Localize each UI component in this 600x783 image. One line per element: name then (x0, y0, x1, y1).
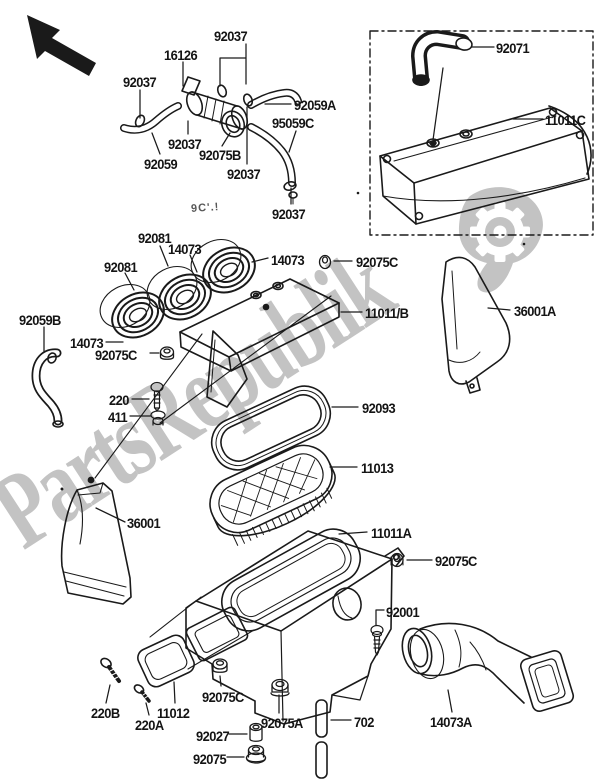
part-label: 14073A (430, 714, 472, 730)
part-label: 220 (109, 392, 129, 408)
part-label: 92075 (193, 751, 227, 767)
detail-box (369, 30, 594, 236)
breather-hose-assembly (120, 76, 302, 205)
up-left-arrow-icon (27, 15, 96, 76)
part-label: 92071 (496, 40, 530, 56)
part-label: 92075C (356, 254, 398, 270)
plate-11012-drawing (100, 634, 195, 703)
part-label: 92059 (144, 156, 178, 172)
gasket-92093-drawing (210, 385, 332, 471)
intake-holder-rings (99, 238, 256, 339)
part-label: 14073 (70, 335, 104, 351)
part-label: 92027 (196, 728, 230, 744)
part-label: 92075C (435, 553, 477, 569)
breather-hose-92059b (31, 348, 64, 428)
part-label: 92037 (272, 206, 306, 222)
part-label: 92037 (168, 136, 202, 152)
part-label: 92081 (104, 259, 138, 275)
part-label: 702 (354, 714, 374, 730)
part-label: 92059B (19, 312, 61, 328)
part-label: 220B (91, 705, 120, 721)
part-label: 36001A (514, 303, 556, 319)
part-label: 220A (135, 717, 164, 733)
part-label: 92037 (214, 28, 248, 44)
part-label: 92093 (362, 400, 396, 416)
cover-11011c-drawing (379, 105, 592, 225)
part-label: 92075A (261, 715, 303, 731)
elbow-fitting-drawing (411, 30, 473, 86)
bolt-92001-drawing (370, 624, 384, 656)
part-label: 411 (108, 409, 128, 425)
part-label: 92001 (386, 604, 420, 620)
part-label: 92075C (95, 347, 137, 363)
fastener-nuts-and-grommets (159, 254, 404, 764)
air-filter-11013-drawing (209, 444, 336, 546)
housing-11011a-drawing (185, 528, 405, 725)
part-label: 11011A (371, 525, 412, 541)
cap-11011b-drawing (179, 278, 340, 408)
part-label: 92081 (138, 230, 172, 246)
part-label: 92037 (227, 166, 261, 182)
part-label: 92037 (123, 74, 157, 90)
part-label: 11013 (361, 460, 394, 476)
part-label: 11011C (545, 112, 586, 128)
part-label: 36001 (127, 515, 161, 531)
part-label: 95059C (272, 115, 314, 131)
gear-icon (458, 187, 543, 293)
side-cover-36001-drawing (60, 476, 132, 605)
part-label: 92075C (202, 689, 244, 705)
print-specks (60, 191, 526, 491)
part-label: 14073 (168, 241, 202, 257)
part-label: 92059A (294, 97, 336, 113)
part-label: 14073 (271, 252, 305, 268)
side-cover-36001a-drawing (441, 256, 511, 394)
part-label: 16126 (164, 47, 198, 63)
print-artifact-text: 9C'.! (190, 201, 220, 215)
leader-lines (43, 43, 544, 758)
duct-14073a-drawing (401, 622, 575, 713)
pipes-702-drawing (315, 699, 328, 779)
screw-and-washer (150, 381, 166, 426)
part-label: 11011/B (365, 305, 409, 321)
part-label: 92075B (199, 147, 241, 163)
part-label: 11012 (157, 705, 190, 721)
